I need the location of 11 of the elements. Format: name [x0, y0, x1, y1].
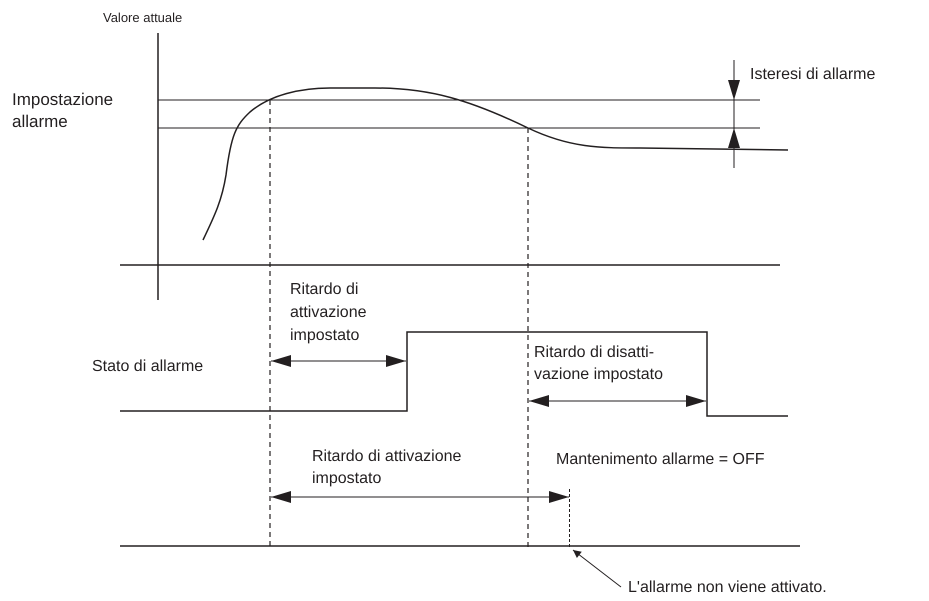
annotation-text: Ritardo di attivazione impostato	[312, 447, 462, 489]
annotation-text: Stato di allarme	[92, 357, 204, 377]
annotation-text: Ritardo di attivazione impostato	[290, 280, 368, 346]
annotation-text: Impostazione allarme	[12, 89, 114, 133]
note-text: L'allarme non viene attivato.	[628, 578, 827, 598]
dashed-guide-line	[569, 489, 570, 547]
annotation-text: Isteresi di allarme	[750, 65, 876, 85]
leader-line	[572, 550, 622, 588]
annotation-text: Ritardo di disatti- vazione impostato	[534, 343, 664, 385]
annotation-text: Valore attuale	[103, 10, 184, 26]
annotation-text: Mantenimento allarme = OFF	[556, 450, 766, 470]
